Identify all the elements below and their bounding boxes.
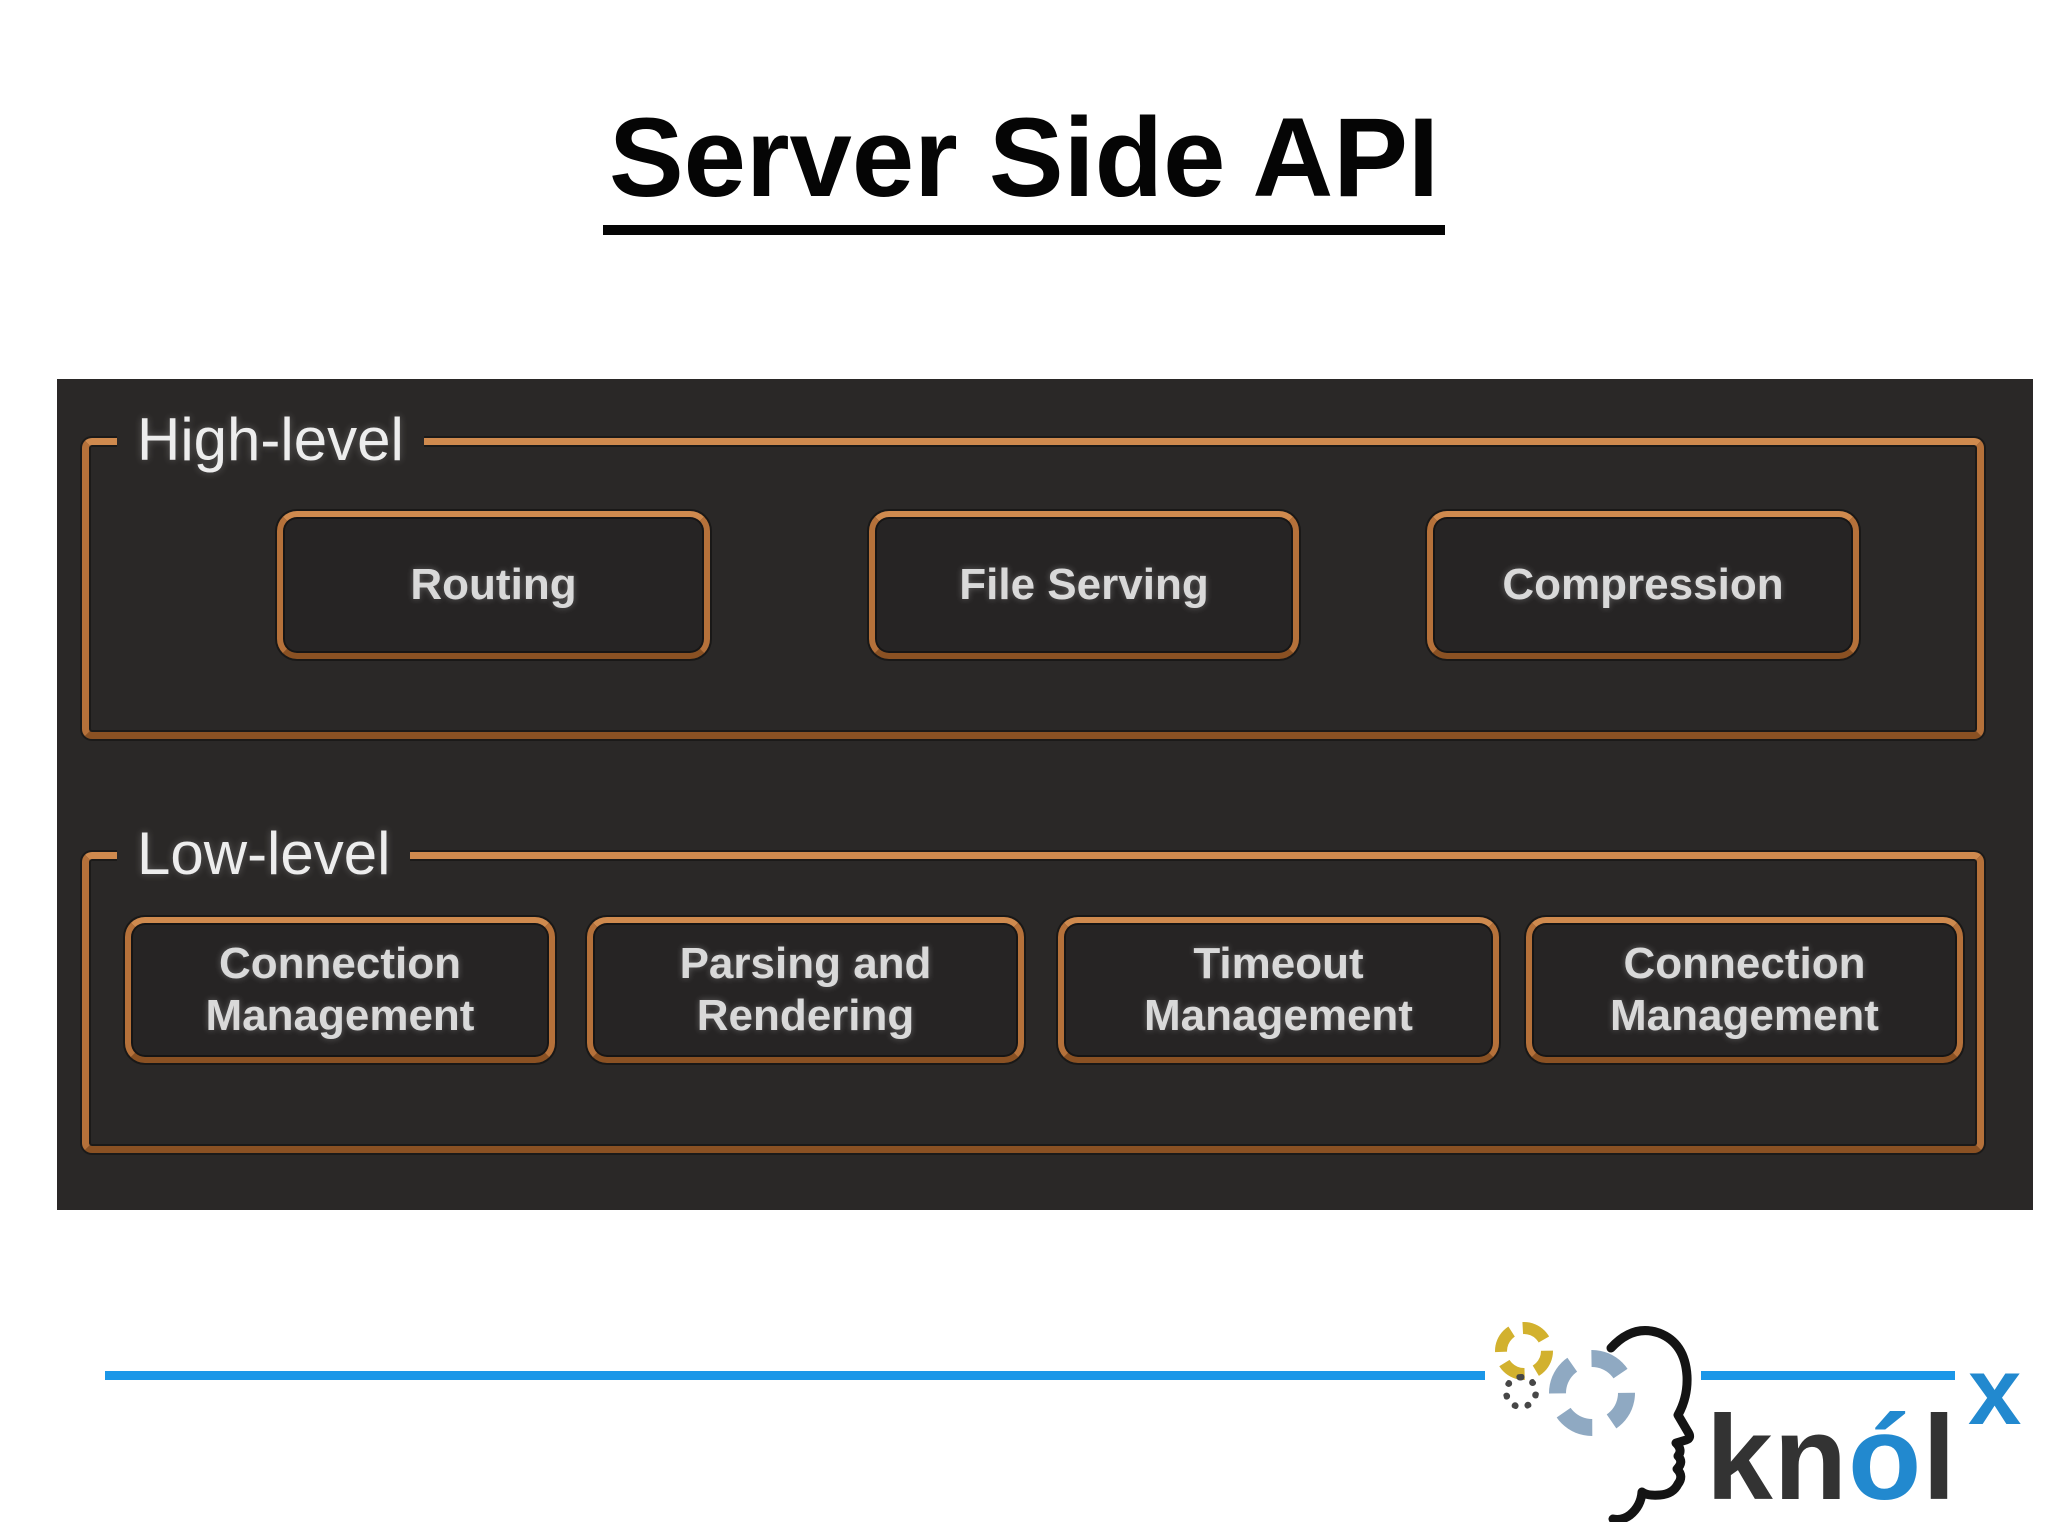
dotted-circle-icon	[1503, 1374, 1539, 1410]
footer-divider-right	[1701, 1371, 1955, 1380]
box-connection-management-1-label: Connection Management	[205, 939, 475, 1040]
box-parsing-and-rendering: Parsing and Rendering	[587, 917, 1024, 1063]
group-low-level-label: Low-level	[117, 815, 411, 893]
box-connection-management-1: Connection Management	[125, 917, 555, 1063]
box-timeout-management: Timeout Management	[1058, 917, 1499, 1063]
box-file-serving: File Serving	[869, 511, 1299, 659]
logo-wordmark: knól	[1706, 1398, 1957, 1518]
box-parsing-and-rendering-label: Parsing and Rendering	[679, 939, 932, 1040]
group-high-level: High-level Routing File Serving Compress…	[82, 401, 1984, 739]
group-high-level-label: High-level	[117, 401, 424, 479]
box-timeout-management-label: Timeout Management	[1144, 939, 1413, 1040]
api-diagram-panel: High-level Routing File Serving Compress…	[57, 379, 2033, 1210]
gear-icon-yellow	[1495, 1322, 1553, 1380]
page-title: Server Side API	[602, 96, 1446, 236]
box-routing: Routing	[277, 511, 710, 659]
title-wrap: Server Side API	[0, 96, 2048, 236]
logo-text-accent: ó	[1848, 1391, 1923, 1525]
box-connection-management-2: Connection Management	[1526, 917, 1963, 1063]
logo-superscript-x: x	[1968, 1338, 2022, 1445]
footer-divider-left	[105, 1371, 1485, 1380]
group-low-level: Low-level Connection Management Parsing …	[82, 815, 1984, 1153]
box-compression-label: Compression	[1502, 560, 1784, 610]
box-file-serving-label: File Serving	[959, 560, 1209, 610]
logo-text-suffix: l	[1922, 1391, 1957, 1525]
box-routing-label: Routing	[410, 560, 577, 610]
head-profile-icon	[1606, 1326, 1695, 1522]
logo-text-prefix: kn	[1706, 1391, 1849, 1525]
box-compression: Compression	[1427, 511, 1859, 659]
box-connection-management-2-label: Connection Management	[1610, 939, 1879, 1040]
